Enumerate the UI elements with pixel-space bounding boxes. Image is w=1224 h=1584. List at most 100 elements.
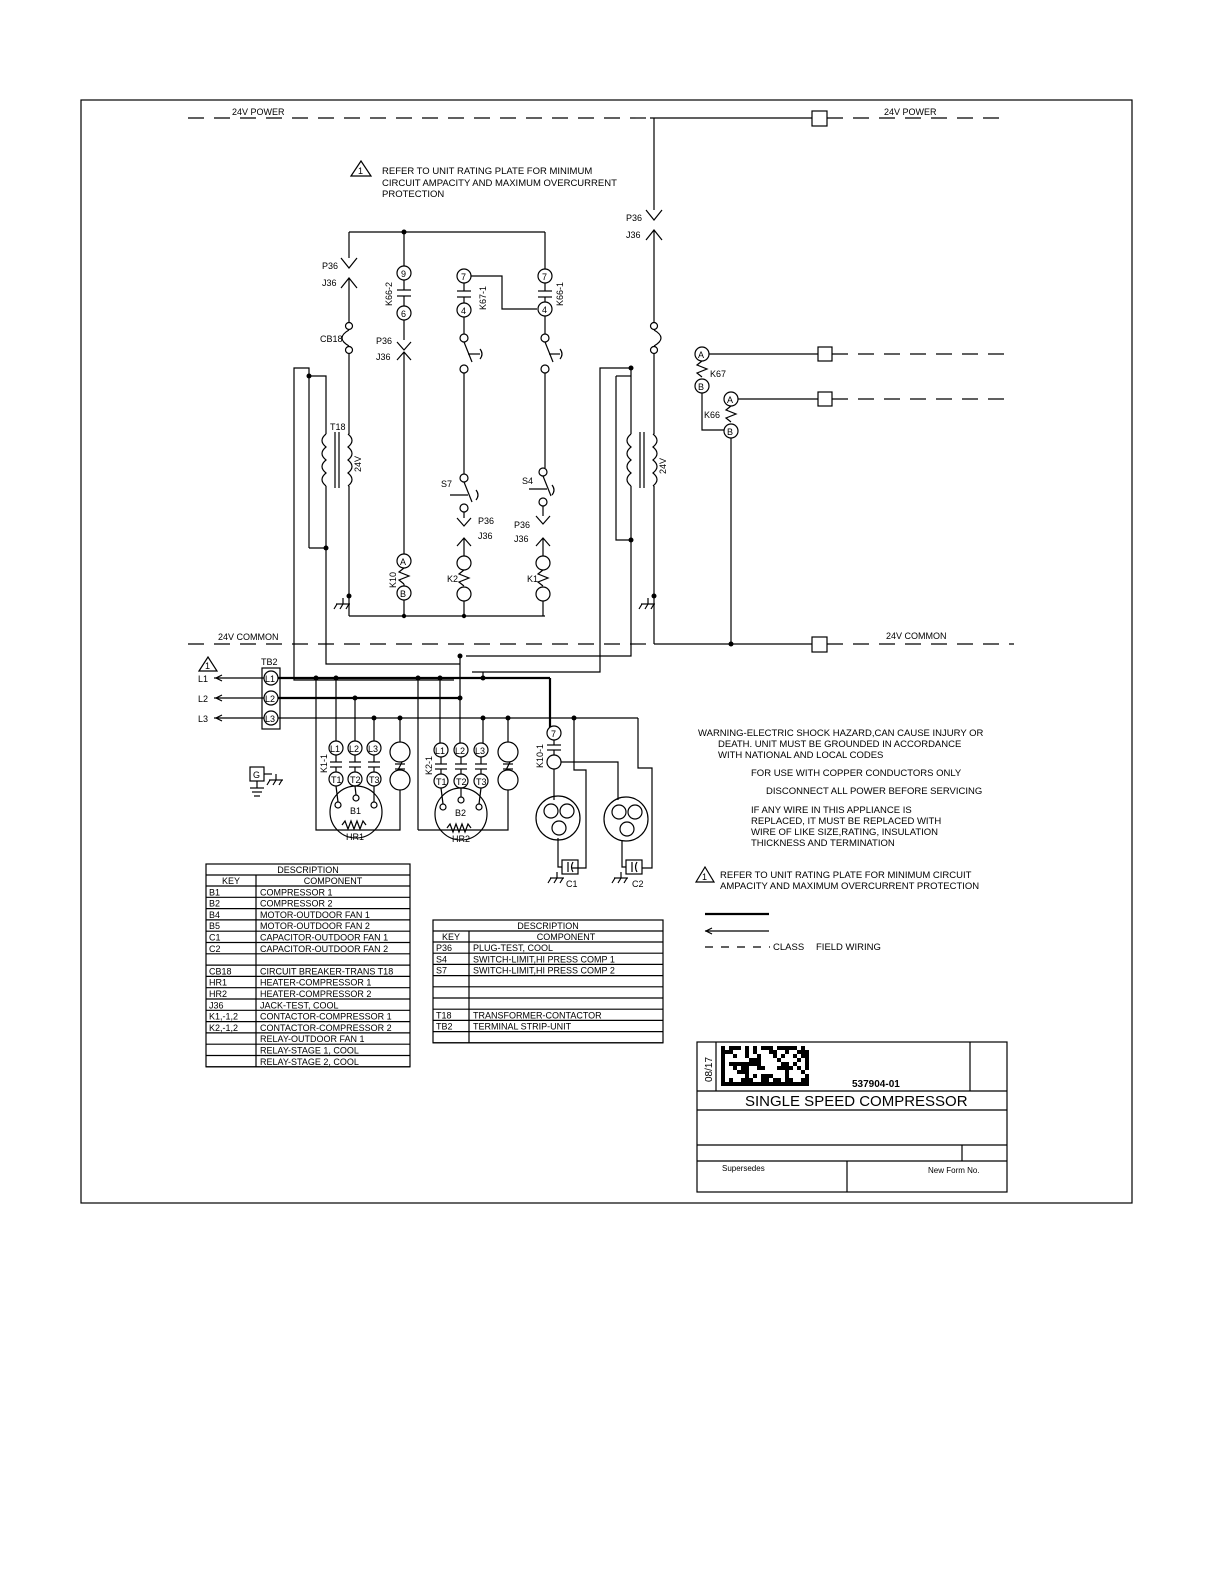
table1-row-component: CAPACITOR-OUTDOOR FAN 2 xyxy=(260,944,388,954)
table1-row-key: B4 xyxy=(209,910,220,920)
table2-row-key: S4 xyxy=(436,954,447,964)
left-24v-label: 24V xyxy=(353,456,363,472)
matrix-cell xyxy=(785,1070,789,1074)
b1-label: B1 xyxy=(350,806,361,816)
right-j36-label: J36 xyxy=(626,230,641,240)
j36-mid-label: J36 xyxy=(376,352,391,362)
matrix-cell xyxy=(757,1054,761,1058)
matrix-cell xyxy=(789,1066,793,1070)
matrix-cell xyxy=(805,1066,809,1070)
matrix-cell xyxy=(789,1046,793,1050)
k66-1-label: K66-1 xyxy=(555,282,565,306)
svg-text:1: 1 xyxy=(358,166,363,176)
table2-component-header: COMPONENT xyxy=(537,932,596,942)
svg-text:1: 1 xyxy=(702,872,707,882)
matrix-cell xyxy=(753,1050,757,1054)
matrix-cell xyxy=(805,1058,809,1062)
table1-row-component: JACK-TEST, COOL xyxy=(260,1000,339,1010)
matrix-cell xyxy=(801,1078,805,1082)
matrix-cell xyxy=(785,1050,789,1054)
compressor-1-circuit: L1 L2 L3 T1 T2 T3 xyxy=(315,678,411,839)
matrix-cell xyxy=(745,1046,749,1050)
matrix-cell xyxy=(721,1050,725,1054)
matrix-cell xyxy=(777,1058,781,1062)
matrix-cell xyxy=(769,1074,773,1078)
power-bus-right-label: 24V POWER xyxy=(884,107,937,117)
matrix-cell xyxy=(745,1078,749,1082)
power-terminal xyxy=(811,110,828,127)
matrix-cell xyxy=(761,1074,765,1078)
svg-text:B: B xyxy=(400,589,406,599)
junction-dot xyxy=(346,593,352,599)
table2-row-key: S7 xyxy=(436,966,447,976)
matrix-cell xyxy=(745,1074,749,1078)
table1-row-key: HR1 xyxy=(209,978,227,988)
table1-row-key: K1,-1,2 xyxy=(209,1012,238,1022)
right-primary-loop-2 xyxy=(466,486,632,657)
s7-label: S7 xyxy=(441,479,452,489)
table1-row-component: CIRCUIT BREAKER-TRANS T18 xyxy=(260,966,393,976)
svg-text:7: 7 xyxy=(551,729,556,739)
matrix-cell xyxy=(749,1078,753,1082)
matrix-cell xyxy=(737,1082,741,1086)
table1-row-component: RELAY-STAGE 2, COOL xyxy=(260,1057,359,1067)
matrix-cell xyxy=(721,1046,725,1050)
matrix-cell xyxy=(805,1054,809,1058)
matrix-cell xyxy=(733,1062,737,1066)
table1-component-header: COMPONENT xyxy=(304,876,363,886)
matrix-cell xyxy=(793,1082,797,1086)
table1-row-component: CAPACITOR-OUTDOOR FAN 1 xyxy=(260,933,388,943)
table1-row-component: HEATER-COMPRESSOR 2 xyxy=(260,989,371,999)
table2-row-component: TERMINAL STRIP-UNIT xyxy=(473,1022,572,1032)
matrix-cell xyxy=(721,1054,725,1058)
table2-row-component: SWITCH-LIMIT,HI PRESS COMP 2 xyxy=(473,966,615,976)
table2-key-header: KEY xyxy=(442,932,460,942)
right-primary-link xyxy=(615,376,631,541)
table2-row-component: TRANSFORMER-CONTACTOR xyxy=(473,1010,602,1020)
matrix-cell xyxy=(769,1046,773,1050)
table1-row-key: B1 xyxy=(209,887,220,897)
matrix-cell xyxy=(753,1074,757,1078)
replace-line-4: THICKNESS AND TERMINATION xyxy=(751,838,895,849)
s4-label: S4 xyxy=(522,476,533,486)
tb2-label: TB2 xyxy=(261,657,278,667)
matrix-cell xyxy=(793,1046,797,1050)
copper-note: FOR USE WITH COPPER CONDUCTORS ONLY xyxy=(751,768,962,779)
table1-row-key: B5 xyxy=(209,921,220,931)
matrix-cell xyxy=(741,1078,745,1082)
l3-field-label: L3 xyxy=(198,714,208,724)
matrix-cell xyxy=(801,1082,805,1086)
table2-row-key: P36 xyxy=(436,943,452,953)
matrix-cell xyxy=(753,1058,757,1062)
matrix-cell xyxy=(785,1074,789,1078)
matrix-cell xyxy=(729,1046,733,1050)
matrix-cell xyxy=(793,1054,797,1058)
matrix-cell xyxy=(777,1078,781,1082)
legend-field-wiring: FIELD WIRING xyxy=(816,942,881,953)
matrix-cell xyxy=(721,1066,725,1070)
matrix-cell xyxy=(797,1050,801,1054)
t18-primary-loop xyxy=(293,367,454,681)
right-transformer xyxy=(626,432,658,488)
matrix-cell xyxy=(721,1082,725,1086)
svg-text:9: 9 xyxy=(401,269,406,279)
new-form-label: New Form No. xyxy=(928,1166,980,1175)
svg-text:1: 1 xyxy=(205,661,210,671)
matrix-cell xyxy=(765,1074,769,1078)
svg-text:L2: L2 xyxy=(349,744,359,754)
matrix-cell xyxy=(721,1078,725,1082)
matrix-cell xyxy=(737,1062,741,1066)
k2-label: K2 xyxy=(447,574,458,584)
svg-text:T2: T2 xyxy=(350,775,361,785)
rating-line-1: REFER TO UNIT RATING PLATE FOR MINIMUM C… xyxy=(720,870,972,881)
table2-row-component: PLUG-TEST, COOL xyxy=(473,943,553,953)
table1-row-component: HEATER-COMPRESSOR 1 xyxy=(260,978,371,988)
svg-text:L3: L3 xyxy=(368,744,378,754)
matrix-cell xyxy=(745,1062,749,1066)
title-block: 08/17 537904-01 SINGLE SPEED COMPRESSOR … xyxy=(696,1041,1008,1193)
table1-row-key: J36 xyxy=(209,1000,224,1010)
matrix-cell xyxy=(801,1050,805,1054)
p36-k1-label: P36 xyxy=(514,520,530,530)
matrix-cell xyxy=(785,1066,789,1070)
